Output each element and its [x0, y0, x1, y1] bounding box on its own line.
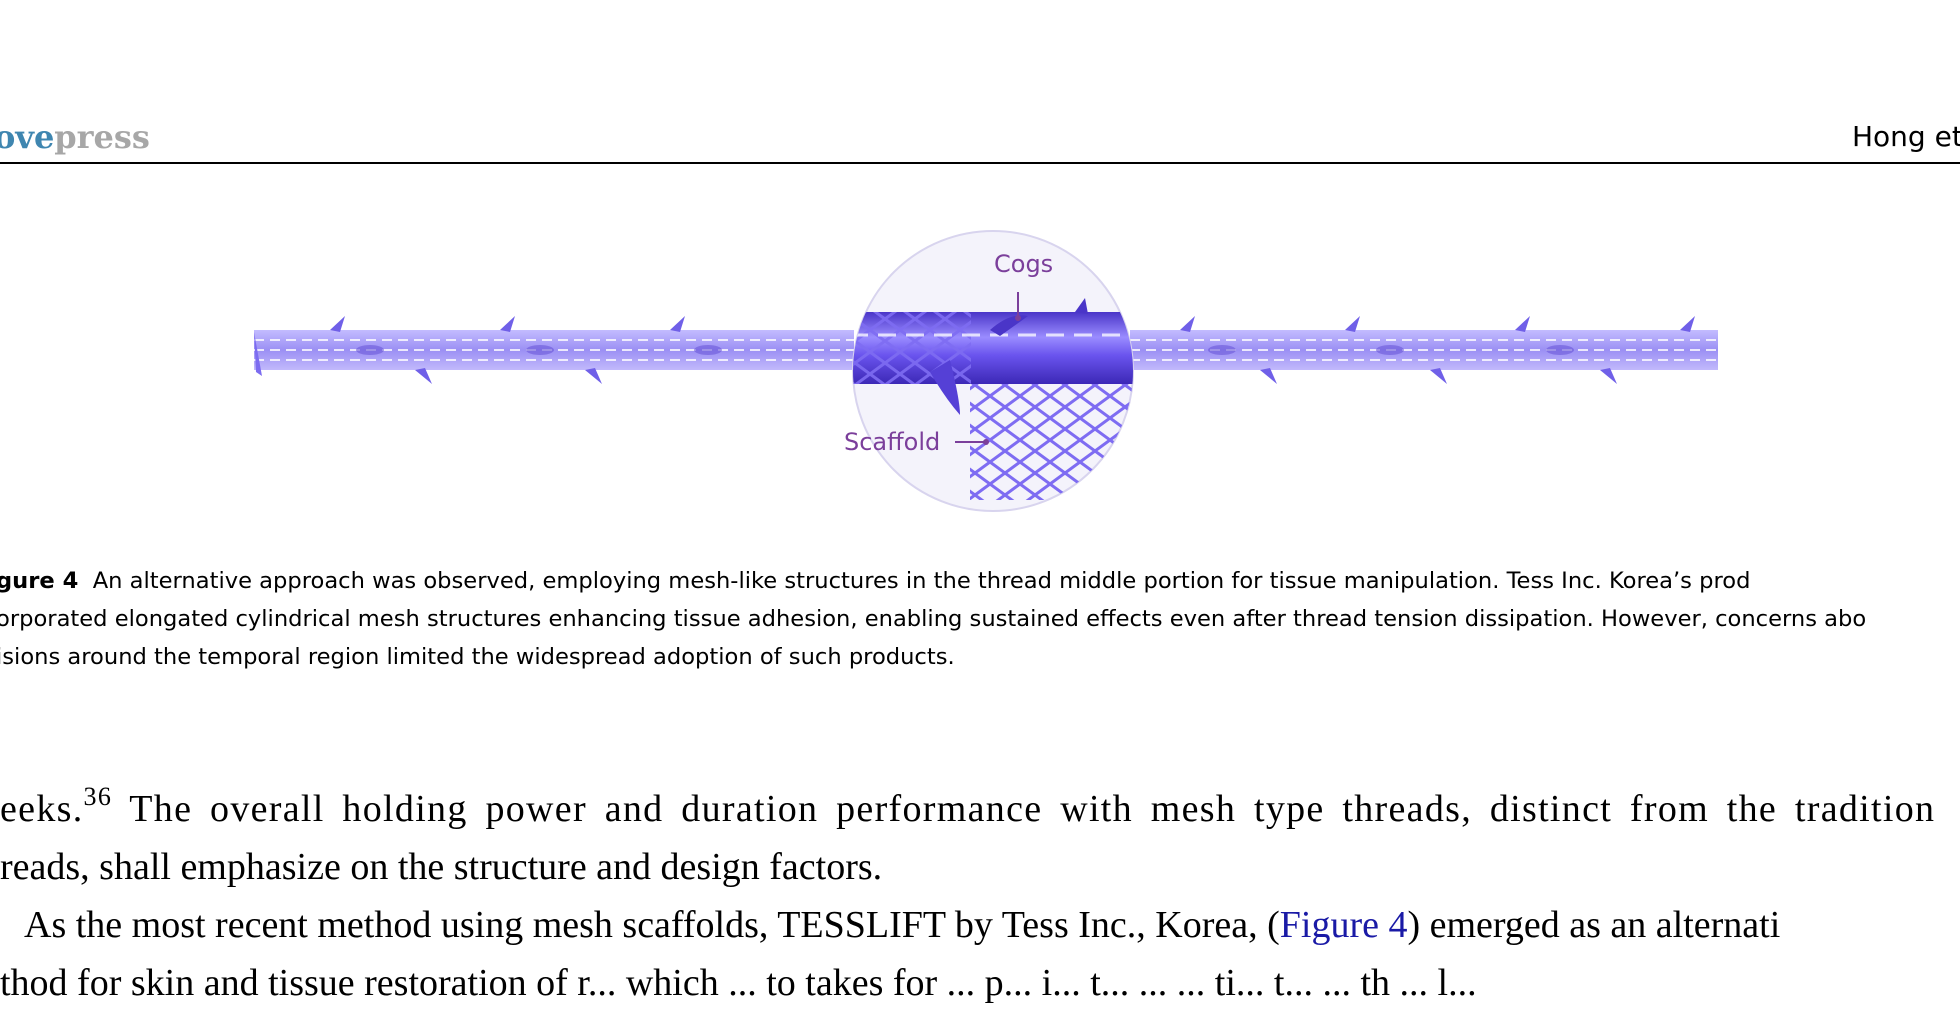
caption-line-1: gure 4 An alternative approach was obser… — [0, 562, 1960, 600]
label-cogs: Cogs — [994, 250, 1053, 278]
scaffold-mesh — [970, 380, 1133, 500]
body-line-1: eeks.36 The overall holding power and du… — [0, 780, 1960, 838]
journal-logo-part1: ove — [0, 118, 55, 156]
thread-left — [254, 316, 854, 384]
body-line-2: reads, shall emphasize on the structure … — [0, 846, 883, 888]
caption-label: gure 4 — [0, 568, 79, 594]
body-line-1-rest: The overall holding power and duration p… — [112, 788, 1936, 830]
body-line-3-end: ) emerged as an alternati — [1407, 904, 1781, 946]
caption-line-2: orporated elongated cylindrical mesh str… — [0, 606, 1867, 632]
running-head: Hong et — [1852, 120, 1960, 153]
journal-logo-part2: press — [54, 118, 150, 156]
caption-line-3: isions around the temporal region limite… — [0, 644, 955, 670]
thread-right — [1130, 316, 1718, 384]
citation-36[interactable]: 36 — [83, 782, 113, 811]
header-rule — [0, 162, 1960, 164]
body-paragraph: eeks.36 The overall holding power and du… — [0, 780, 1960, 1012]
figure-4-illustration: Cogs Scaffold — [254, 230, 1718, 512]
journal-logo: ovepress — [0, 118, 150, 156]
zoom-circle: Cogs Scaffold — [844, 230, 1134, 512]
caption-line-1-text: An alternative approach was observed, em… — [92, 568, 1751, 594]
figure-caption: gure 4 An alternative approach was obser… — [0, 562, 1960, 676]
body-line-3: As the most recent method using mesh sca… — [0, 896, 1960, 954]
body-line-4: thod for skin and tissue restoration of … — [0, 962, 1477, 1004]
body-line-1-start: eeks. — [0, 788, 84, 830]
body-line-3-start: As the most recent method using mesh sca… — [24, 904, 1280, 946]
label-scaffold: Scaffold — [844, 428, 940, 456]
figure-4-link[interactable]: Figure 4 — [1279, 904, 1408, 946]
cog-barb — [930, 360, 960, 415]
